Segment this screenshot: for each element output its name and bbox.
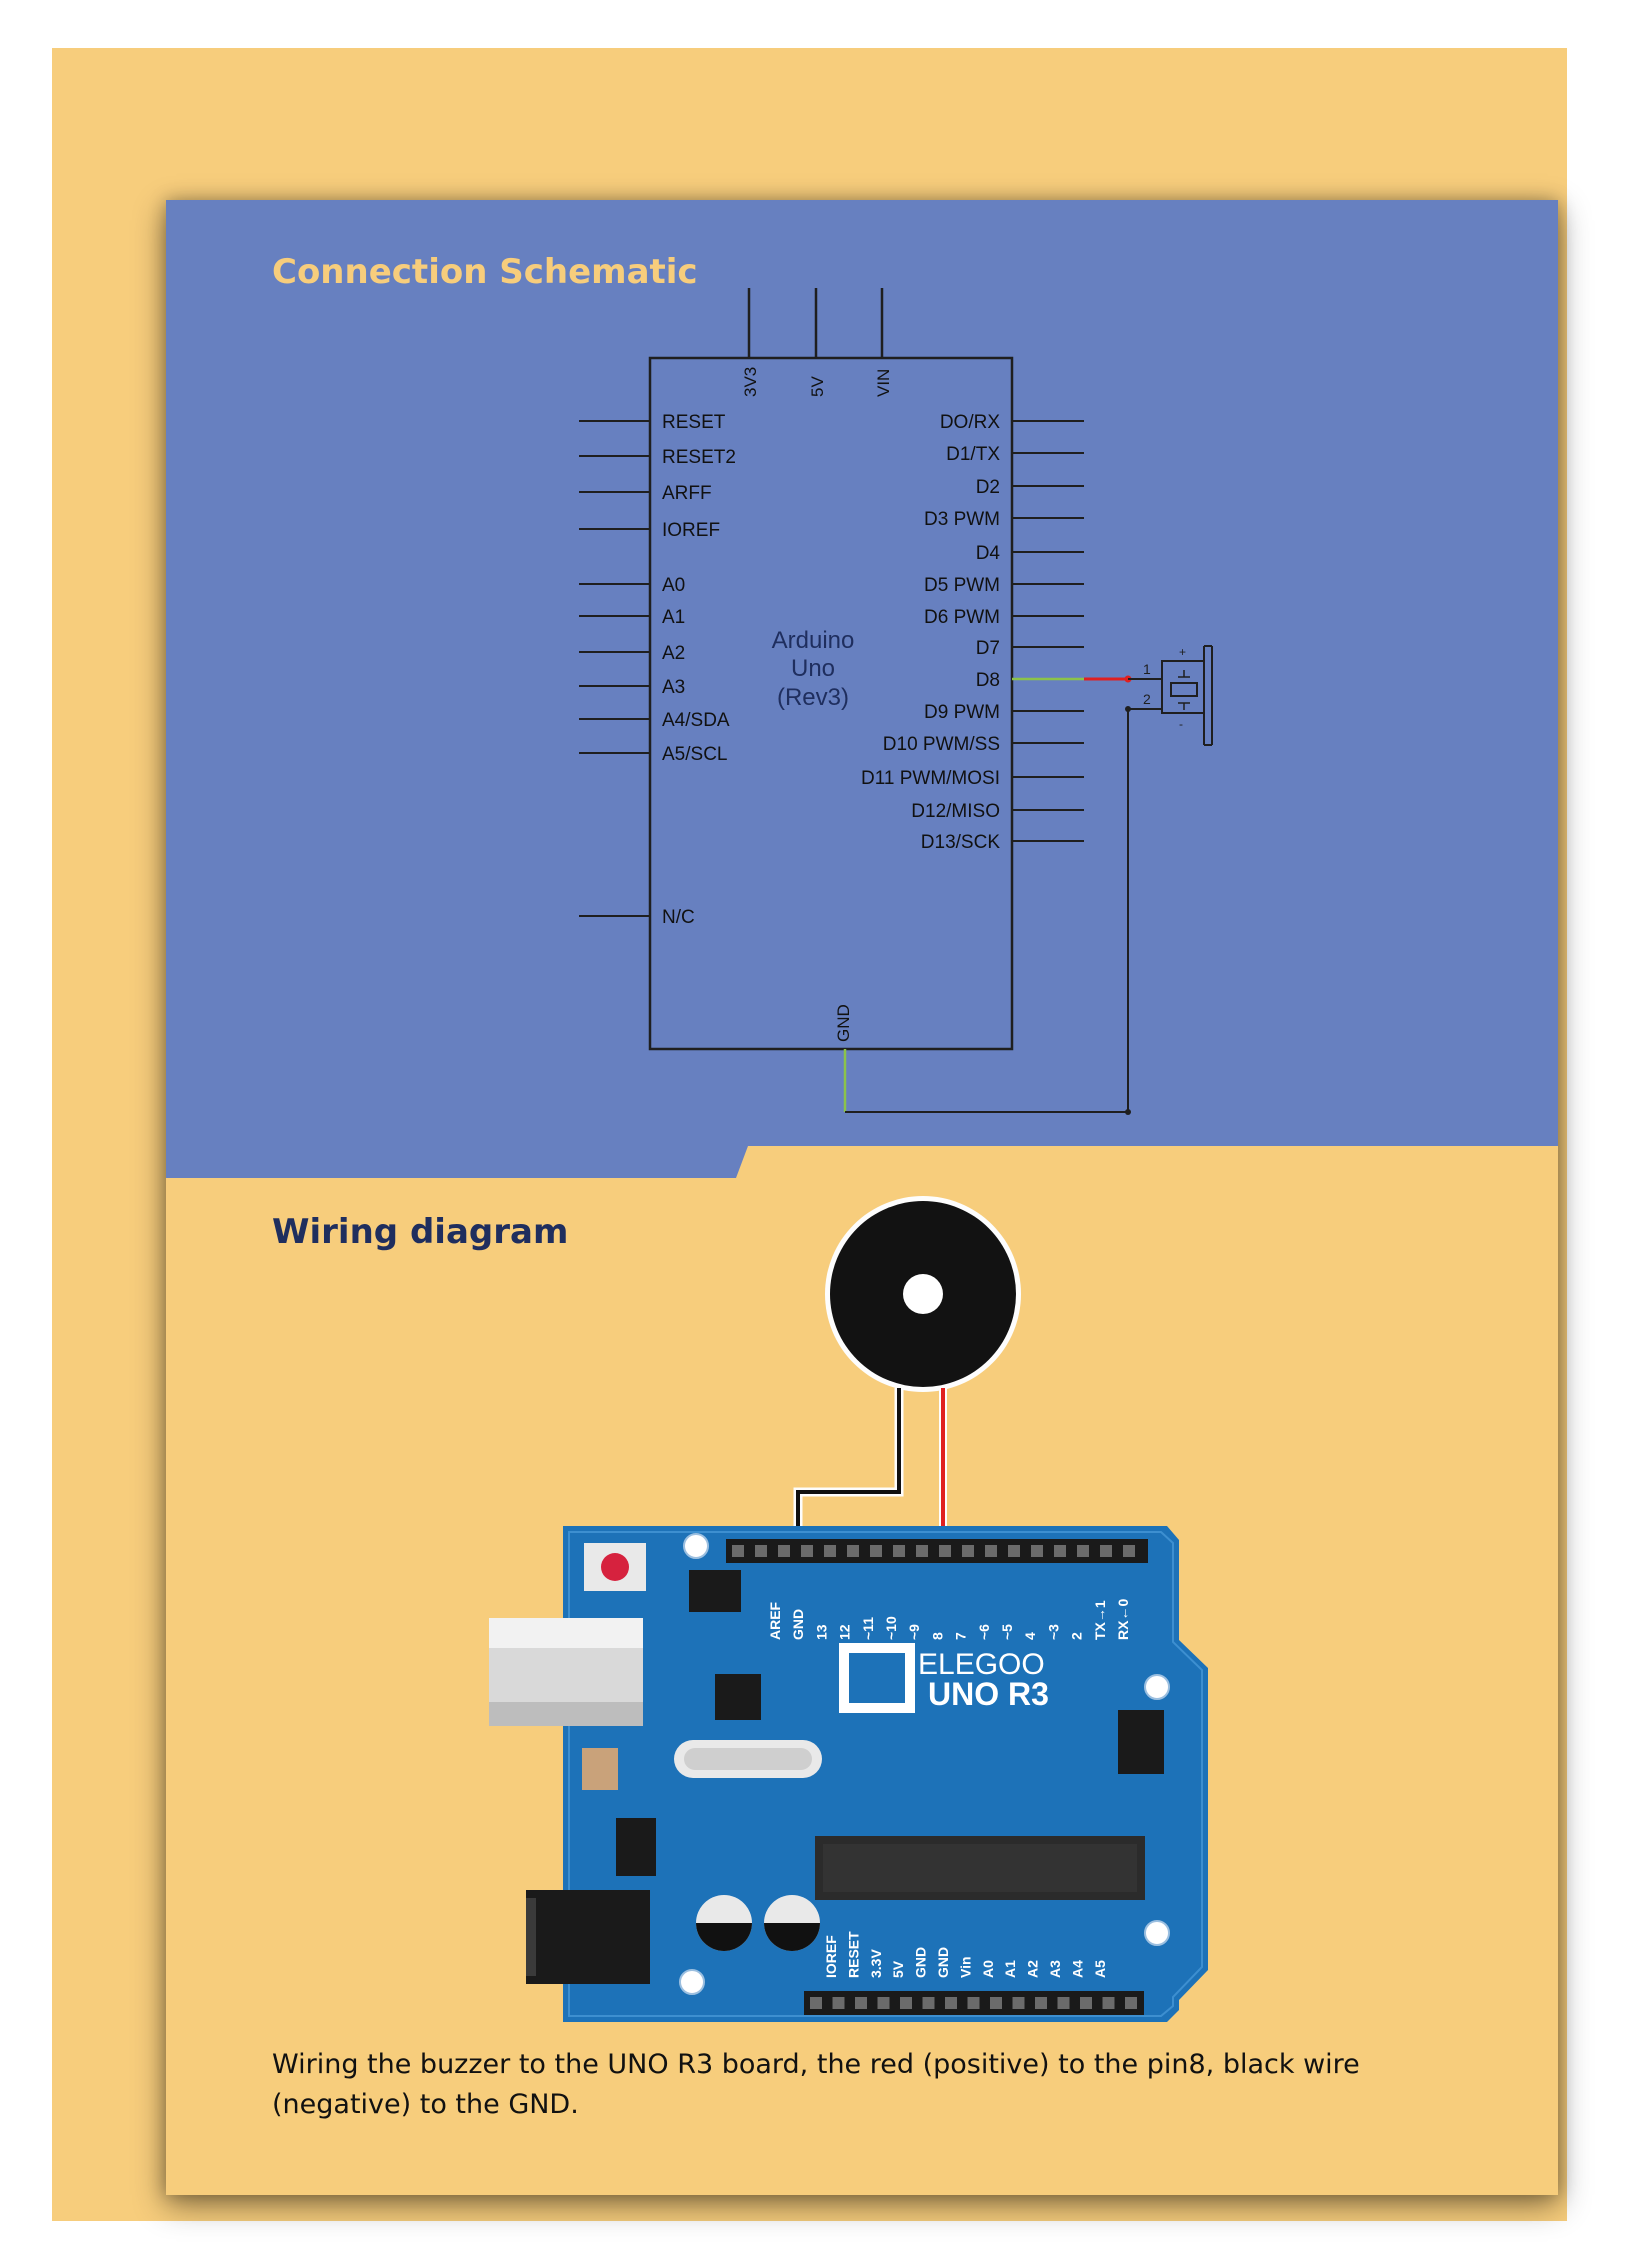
pin-n-c: N/C <box>662 907 695 928</box>
bottom-header-label-9: A2 <box>1025 1960 1041 1978</box>
pin-d1-tx: D1/TX <box>946 444 1000 465</box>
bottom-header-label-4: GND <box>913 1947 929 1978</box>
black-wire-outline <box>793 1388 904 1550</box>
chip-label-line2: Uno <box>791 655 835 682</box>
connection-schematic: Arduino Uno (Rev3) 3V3 5V VIN RESET RESET2A… <box>579 288 1213 1115</box>
pin-d8: D8 <box>976 670 1000 691</box>
header-label-1: GND <box>790 1609 806 1640</box>
pin-d12-miso: D12/MISO <box>911 801 1000 822</box>
schematic-panel <box>166 200 1558 1178</box>
buzzer-pin2: 2 <box>1143 691 1151 707</box>
pin-a0: A0 <box>662 575 685 596</box>
header-label-7: 8 <box>929 1632 945 1640</box>
arduino-chip-outline <box>648 356 1014 1051</box>
pin-3v3: 3V3 <box>741 367 760 397</box>
pin-5v: 5V <box>808 376 827 397</box>
pin-a3: A3 <box>662 677 685 698</box>
header-label-0: AREF <box>767 1601 783 1640</box>
header-label-11: 4 <box>1022 1632 1038 1640</box>
brand-name: ELEGOO <box>918 1648 1045 1681</box>
bottom-header-label-10: A3 <box>1047 1960 1063 1978</box>
pin-a5-scl: A5/SCL <box>662 744 727 765</box>
header-label-14: TX→1 <box>1092 1600 1108 1640</box>
black-wire <box>796 1388 901 1550</box>
pin-vin: VIN <box>874 369 893 397</box>
page-frame: Connection Schematic Wiring diagram Ardu… <box>52 48 1567 2221</box>
header-label-5: ~10 <box>883 1616 899 1640</box>
header-label-4: ~11 <box>860 1617 876 1640</box>
wiring-title: Wiring diagram <box>272 1212 569 1252</box>
bottom-header-label-7: A0 <box>980 1960 996 1978</box>
elegoo-logo: ELEGOO UNO R3 <box>839 1643 1049 1713</box>
bottom-header-label-11: A4 <box>1069 1960 1085 1978</box>
pin-d5-pwm: D5 PWM <box>924 575 1000 596</box>
top-pins: 3V3 5V VIN <box>741 288 893 397</box>
header-label-15: RX←0 <box>1115 1599 1131 1640</box>
pin-d6-pwm: D6 PWM <box>924 607 1000 628</box>
pin-reset2: RESET2 <box>662 447 736 468</box>
pin-ioref: IOREF <box>662 520 720 541</box>
buzzer-symbol: + - <box>1161 645 1213 746</box>
buzzer-component <box>825 1196 1021 1392</box>
pin-d4: D4 <box>976 543 1001 564</box>
header-label-8: 7 <box>953 1632 969 1640</box>
board-model: UNO R3 <box>928 1676 1049 1712</box>
pin-d10-pwm-ss: D10 PWM/SS <box>883 734 1000 755</box>
buzzer-pin1: 1 <box>1143 661 1151 677</box>
bottom-header-label-12: A5 <box>1092 1960 1108 1978</box>
header-label-6: ~9 <box>906 1624 922 1640</box>
power-jack <box>526 1890 650 1984</box>
bottom-header-label-2: 3.3V <box>868 1949 884 1978</box>
gnd-junction <box>1125 1109 1131 1115</box>
pin-gnd: GND <box>834 1004 853 1042</box>
pin-d2: D2 <box>976 477 1000 498</box>
pin-do-rx: DO/RX <box>940 412 1001 433</box>
bottom-header-label-3: 5V <box>890 1960 906 1978</box>
content-card: Connection Schematic Wiring diagram Ardu… <box>166 200 1558 2195</box>
schematic-title: Connection Schematic <box>272 252 698 292</box>
pin2-junction <box>1125 706 1131 712</box>
pin-d13-sck: D13/SCK <box>921 832 1001 853</box>
pin-d9-pwm: D9 PWM <box>924 702 1000 723</box>
pin-reset: RESET <box>662 412 726 433</box>
bottom-header-label-6: Vin <box>957 1956 973 1978</box>
header-label-12: ~3 <box>1045 1624 1061 1640</box>
pin-a4-sda: A4/SDA <box>662 710 730 731</box>
chip-label-line1: Arduino <box>772 627 855 654</box>
header-label-9: ~6 <box>976 1624 992 1640</box>
pin-d7: D7 <box>976 638 1000 659</box>
pin-d3-pwm: D3 PWM <box>924 509 1000 530</box>
header-label-10: ~5 <box>999 1624 1015 1640</box>
header-label-3: 12 <box>837 1624 853 1640</box>
buzzer-plus: + <box>1179 645 1186 659</box>
pin-d11-pwm-mosi: D11 PWM/MOSI <box>861 768 1000 789</box>
bottom-header-label-1: RESET <box>845 1931 861 1978</box>
bottom-header-label-5: GND <box>935 1947 951 1978</box>
bottom-header-label-8: A1 <box>1002 1960 1018 1978</box>
pin-arff: ARFF <box>662 483 712 504</box>
header-label-2: 13 <box>813 1624 829 1640</box>
chip-label-line3: (Rev3) <box>777 684 849 711</box>
header-label-13: 2 <box>1069 1632 1085 1640</box>
wiring-description: Wiring the buzzer to the UNO R3 board, t… <box>272 2049 1360 2120</box>
pin-a2: A2 <box>662 643 685 664</box>
pin-a1: A1 <box>662 607 685 628</box>
buzzer-minus: - <box>1179 717 1183 731</box>
bottom-header-label-0: IOREF <box>823 1935 839 1978</box>
